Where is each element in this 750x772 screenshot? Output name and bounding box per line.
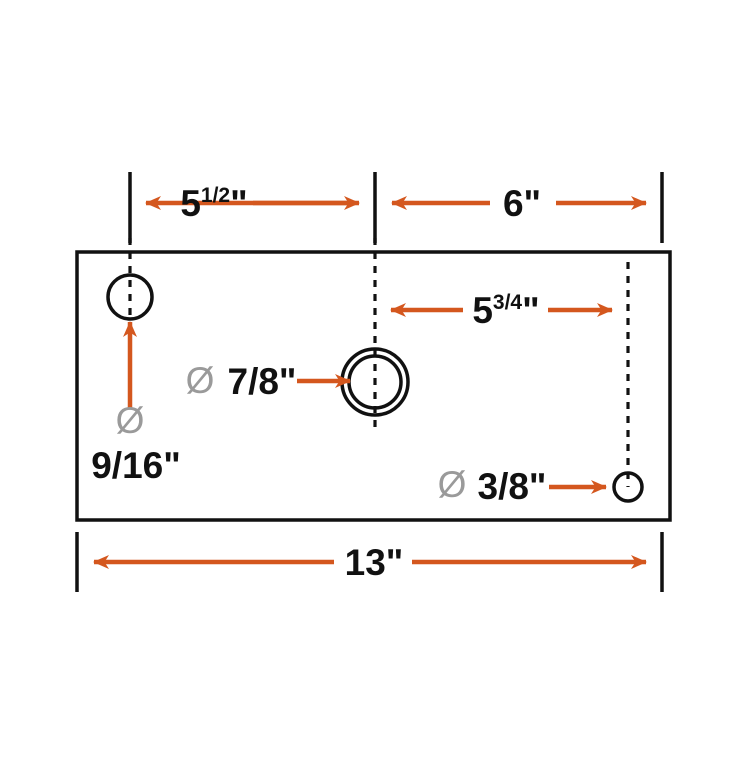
diameter-symbol-3-8: Ø (438, 464, 467, 505)
hole-label-7-8: Ø 7/8" (186, 360, 297, 402)
dimension-5-3-4: 53/4" (390, 290, 613, 331)
dimension-6: 6" (391, 183, 647, 224)
dimension-label-5-1-2: 51/2" (180, 183, 247, 224)
dimension-label-13: 13" (345, 542, 404, 583)
hole-label-3-8: Ø 3/8" (438, 464, 547, 507)
hole-size-label-9-16: 9/16" (91, 445, 181, 486)
dimension-label-6: 6" (503, 183, 541, 224)
hole-size-label-7-8: 7/8" (228, 361, 297, 402)
hole-3-8-circle (612, 471, 644, 503)
dimension-5-1-2: 51/2" (145, 183, 360, 224)
hole-label-9-16: Ø 9/16" (91, 400, 181, 486)
diameter-symbol-9-16: Ø (116, 400, 145, 441)
diameter-symbol-7-8: Ø (186, 360, 215, 401)
dimension-13: 13" (93, 542, 647, 583)
hole-size-label-3-8: 3/8" (478, 466, 547, 507)
dimension-label-5-3-4: 53/4" (472, 290, 539, 331)
hole-9-16-circle (106, 273, 154, 321)
